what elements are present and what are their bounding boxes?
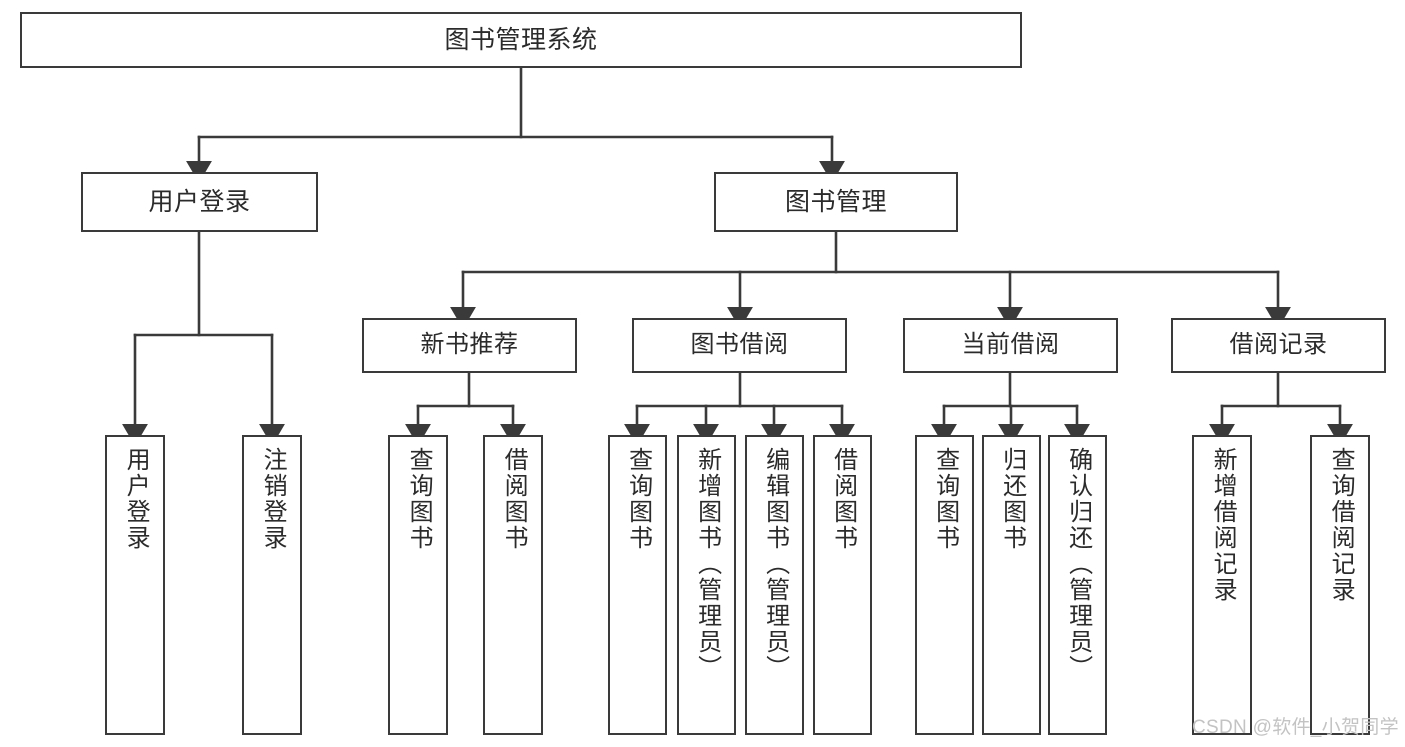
leaf-logout[interactable]: 注销登录 <box>242 435 302 735</box>
node-label: 注销登录 <box>259 447 287 551</box>
node-borrow-record[interactable]: 借阅记录 <box>1171 318 1386 373</box>
node-book-management[interactable]: 图书管理 <box>714 172 958 232</box>
leaf-add-book-admin[interactable]: 新增图书（管理员） <box>677 435 736 735</box>
leaf-borrow-book-newbook[interactable]: 借阅图书 <box>483 435 543 735</box>
node-label: 查询图书 <box>405 447 433 551</box>
leaf-borrow-book[interactable]: 借阅图书 <box>813 435 872 735</box>
node-label: 编辑图书（管理员） <box>761 447 789 681</box>
leaf-add-borrow-record[interactable]: 新增借阅记录 <box>1192 435 1252 735</box>
node-label: 借阅记录 <box>1229 331 1328 359</box>
node-new-book-recommend[interactable]: 新书推荐 <box>362 318 577 373</box>
node-label: 借阅图书 <box>500 447 528 551</box>
node-label: 新增借阅记录 <box>1209 447 1237 603</box>
node-label: 当前借阅 <box>961 331 1060 359</box>
node-label: 查询图书 <box>624 447 652 551</box>
node-label: 用户登录 <box>122 447 150 551</box>
node-label: 用户登录 <box>148 188 251 216</box>
node-label: 借阅图书 <box>829 447 857 551</box>
node-label: 图书管理 <box>784 188 887 216</box>
leaf-query-book-newbook[interactable]: 查询图书 <box>388 435 448 735</box>
leaf-confirm-return-admin[interactable]: 确认归还（管理员） <box>1048 435 1107 735</box>
node-label: 新书推荐 <box>420 331 519 359</box>
leaf-query-borrow-record[interactable]: 查询借阅记录 <box>1310 435 1370 735</box>
leaf-return-book[interactable]: 归还图书 <box>982 435 1041 735</box>
csdn-watermark: CSDN @软件_小贺同学 <box>1192 717 1399 738</box>
node-label: 确认归还（管理员） <box>1064 447 1092 681</box>
node-label: 查询图书 <box>931 447 959 551</box>
node-root-system[interactable]: 图书管理系统 <box>20 12 1022 68</box>
node-label: 图书借阅 <box>690 331 789 359</box>
node-label: 新增图书（管理员） <box>693 447 721 681</box>
leaf-query-book-borrow[interactable]: 查询图书 <box>608 435 667 735</box>
leaf-query-book-current[interactable]: 查询图书 <box>915 435 974 735</box>
leaf-edit-book-admin[interactable]: 编辑图书（管理员） <box>745 435 804 735</box>
node-current-borrow[interactable]: 当前借阅 <box>903 318 1118 373</box>
leaf-user-login[interactable]: 用户登录 <box>105 435 165 735</box>
node-book-borrow[interactable]: 图书借阅 <box>632 318 847 373</box>
node-label: 查询借阅记录 <box>1327 447 1355 603</box>
node-label: 图书管理系统 <box>444 26 598 54</box>
node-user-login[interactable]: 用户登录 <box>81 172 318 232</box>
node-label: 归还图书 <box>998 447 1026 551</box>
